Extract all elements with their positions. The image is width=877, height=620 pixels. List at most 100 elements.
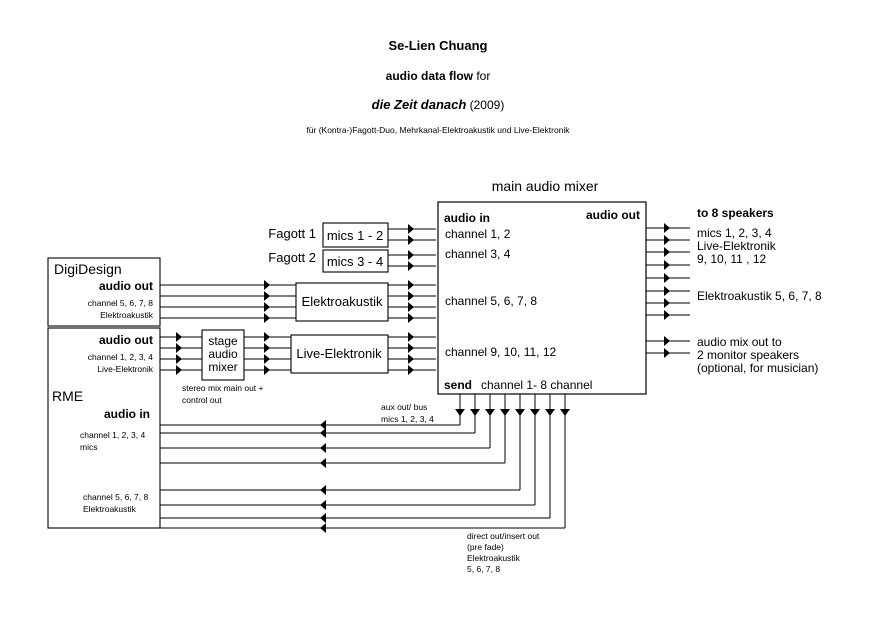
elektroakustik-box	[295, 282, 389, 322]
speakers-title: to 8 speakers	[697, 206, 774, 220]
rme-out-label: Live-Elektronik	[97, 364, 153, 374]
arrow-live-in-1	[264, 332, 270, 342]
out-arrow-3	[664, 247, 670, 257]
rme-in1-channels: channel 1, 2, 3, 4	[80, 430, 145, 440]
work-title: die Zeit danach	[372, 97, 467, 112]
digidesign-channels: channel 5, 6, 7, 8	[88, 298, 153, 308]
arrow-rme-out-3	[176, 354, 182, 364]
send-arrows	[455, 409, 570, 416]
mixer-audio-out: audio out	[586, 208, 640, 222]
arrow-elektro-out-2	[408, 291, 414, 301]
fagott-1-label: Fagott 1	[268, 226, 316, 241]
arrow-mics-3	[408, 250, 414, 260]
speakers-line-3: 9, 10, 11 , 12	[697, 252, 766, 266]
work-title-line: die Zeit danach (2009)	[372, 97, 505, 112]
stage-audio-mixer-box	[201, 329, 245, 381]
return-arrow-1	[320, 420, 326, 430]
rme-in2-channels: channel 5, 6, 7, 8	[83, 492, 148, 502]
mixer-title: main audio mixer	[492, 178, 599, 194]
arrow-live-in-2	[264, 343, 270, 353]
rme-in2-label: Elektroakustik	[83, 504, 137, 514]
rme-out-channels: channel 1, 2, 3, 4	[88, 352, 153, 362]
rme-audio-out: audio out	[99, 333, 153, 347]
stage-mixer-line-3: mixer	[208, 360, 237, 374]
out-arrow-8	[664, 310, 670, 320]
out-arrow-4	[664, 260, 670, 270]
return-arrow-5	[320, 485, 326, 495]
stage-mixer-line-1: stage	[208, 334, 238, 348]
arrow-rme-out-1	[176, 332, 182, 342]
return-arrow-2	[320, 428, 326, 438]
mixer-ch-5-8: channel 5, 6, 7, 8	[445, 294, 537, 308]
arrow-elektro-out-4	[408, 313, 414, 323]
arrow-live-out-2	[408, 343, 414, 353]
digidesign-label: Elektroakustik	[100, 310, 154, 320]
monitor-arrow-1	[664, 336, 670, 346]
direct-note-3: Elektroakustik	[467, 553, 521, 563]
out-arrow-5	[664, 273, 670, 283]
rme-audio-in: audio in	[104, 407, 150, 421]
arrow-live-out-1	[408, 332, 414, 342]
arrow-elektro-in-4	[264, 313, 270, 323]
return-arrow-4	[320, 458, 326, 468]
out-arrow-7	[664, 298, 670, 308]
arrow-rme-out-4	[176, 365, 182, 375]
arrow-live-out-3	[408, 354, 414, 364]
mixer-ch-9-12: channel 9, 10, 11, 12	[445, 345, 557, 359]
elektroakustik-label: Elektroakustik	[302, 294, 383, 309]
out-arrow-2	[664, 235, 670, 245]
speakers-line-2: Live-Elektronik	[697, 239, 777, 253]
speakers-line-1: mics 1, 2, 3, 4	[697, 226, 772, 240]
speakers-line-4: Elektroakustik 5, 6, 7, 8	[697, 289, 822, 303]
arrow-elektro-in-3	[264, 302, 270, 312]
return-arrow-3	[320, 443, 326, 453]
monitor-line-text-3: (optional, for musician)	[697, 361, 818, 375]
out-arrow-6	[664, 286, 670, 296]
digidesign-box	[47, 257, 161, 327]
main-mixer-box	[437, 201, 647, 395]
mixer-ch-1-2: channel 1, 2	[445, 227, 511, 241]
stereo-mix-note-1: stereo mix main out +	[182, 383, 264, 393]
mixer-send-channels: channel 1- 8 channel	[481, 378, 592, 392]
monitor-arrow-2	[664, 348, 670, 358]
digidesign-audio-out: audio out	[99, 279, 153, 293]
diagram-subtitle: audio data flow for	[386, 69, 491, 83]
subtitle-rest: for	[473, 69, 490, 83]
return-arrow-8	[320, 523, 326, 533]
fagott-2-label: Fagott 2	[268, 250, 316, 265]
stereo-mix-note-2: control out	[182, 395, 222, 405]
return-arrow-7	[320, 513, 326, 523]
arrow-mics-2	[408, 235, 414, 245]
arrow-elektro-out-3	[408, 302, 414, 312]
mixer-ch-3-4: channel 3, 4	[445, 247, 511, 261]
output-arrows	[664, 223, 670, 358]
arrow-live-out-4	[408, 365, 414, 375]
subtitle-bold: audio data flow	[386, 69, 474, 83]
digidesign-name: DigiDesign	[54, 261, 122, 277]
work-year: (2009)	[466, 98, 504, 112]
aux-note-2: mics 1, 2, 3, 4	[381, 414, 434, 424]
rme-box	[47, 327, 161, 529]
arrow-live-in-3	[264, 354, 270, 364]
live-elektronik-label: Live-Elektronik	[296, 346, 382, 361]
mics-3-4-box	[322, 249, 389, 273]
mixer-audio-in: audio in	[444, 211, 490, 225]
composer-name: Se-Lien Chuang	[389, 38, 488, 53]
direct-note-2: (pre fade)	[467, 542, 504, 552]
arrow-rme-out-2	[176, 343, 182, 353]
arrow-mics-4	[408, 261, 414, 271]
arrow-elektro-out-1	[408, 280, 414, 290]
monitor-line-text-1: audio mix out to	[697, 335, 782, 349]
arrow-live-in-4	[264, 365, 270, 375]
mics-1-2-label: mics 1 - 2	[327, 228, 383, 243]
direct-note-4: 5, 6, 7, 8	[467, 564, 500, 574]
arrow-elektro-in-2	[264, 291, 270, 301]
mics-3-4-label: mics 3 - 4	[327, 254, 383, 269]
arrow-mics-1	[408, 224, 414, 234]
arrow-elektro-in-1	[264, 280, 270, 290]
rme-in1-label: mics	[80, 442, 97, 452]
out-arrow-1	[664, 223, 670, 233]
rme-name: RME	[52, 388, 83, 404]
aux-note-1: aux out/ bus	[381, 402, 427, 412]
